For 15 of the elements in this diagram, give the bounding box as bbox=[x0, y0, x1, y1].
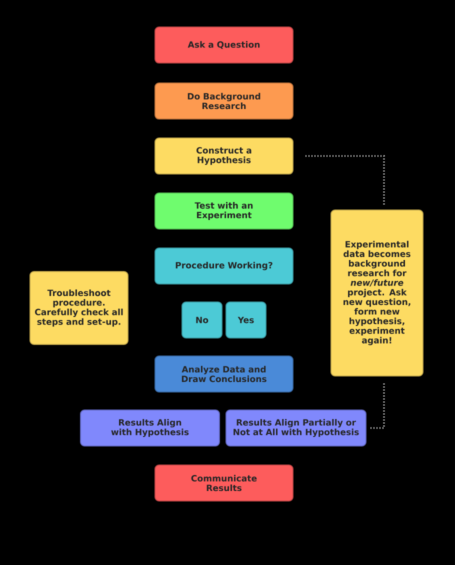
result-box: Results Align Partially or Not at All with Hypothesis bbox=[226, 410, 366, 446]
process-box: Analyze Data and Draw Conclusions bbox=[154, 356, 294, 392]
answer-box: Yes bbox=[226, 302, 266, 338]
process-box: Construct a Hypothesis bbox=[154, 138, 294, 174]
process-box: Do Background Research bbox=[154, 82, 294, 120]
decision-box: Procedure Working? bbox=[154, 248, 294, 284]
process-box: Test with an Experiment bbox=[154, 192, 294, 230]
result-box: Results Align with Hypothesis bbox=[80, 410, 220, 446]
note-box: Experimental data becomes background research for new/future project. Ask new question, form new hypothesis, experiment again! bbox=[330, 210, 424, 376]
answer-box: No bbox=[182, 302, 222, 338]
dotted-connector bbox=[306, 155, 385, 204]
dotted-connector bbox=[370, 382, 385, 429]
process-box: Communicate Results bbox=[154, 464, 294, 502]
note-box: Troubleshoot procedure. Carefully check all steps and set-up. bbox=[30, 271, 128, 345]
process-box: Ask a Question bbox=[154, 26, 294, 64]
